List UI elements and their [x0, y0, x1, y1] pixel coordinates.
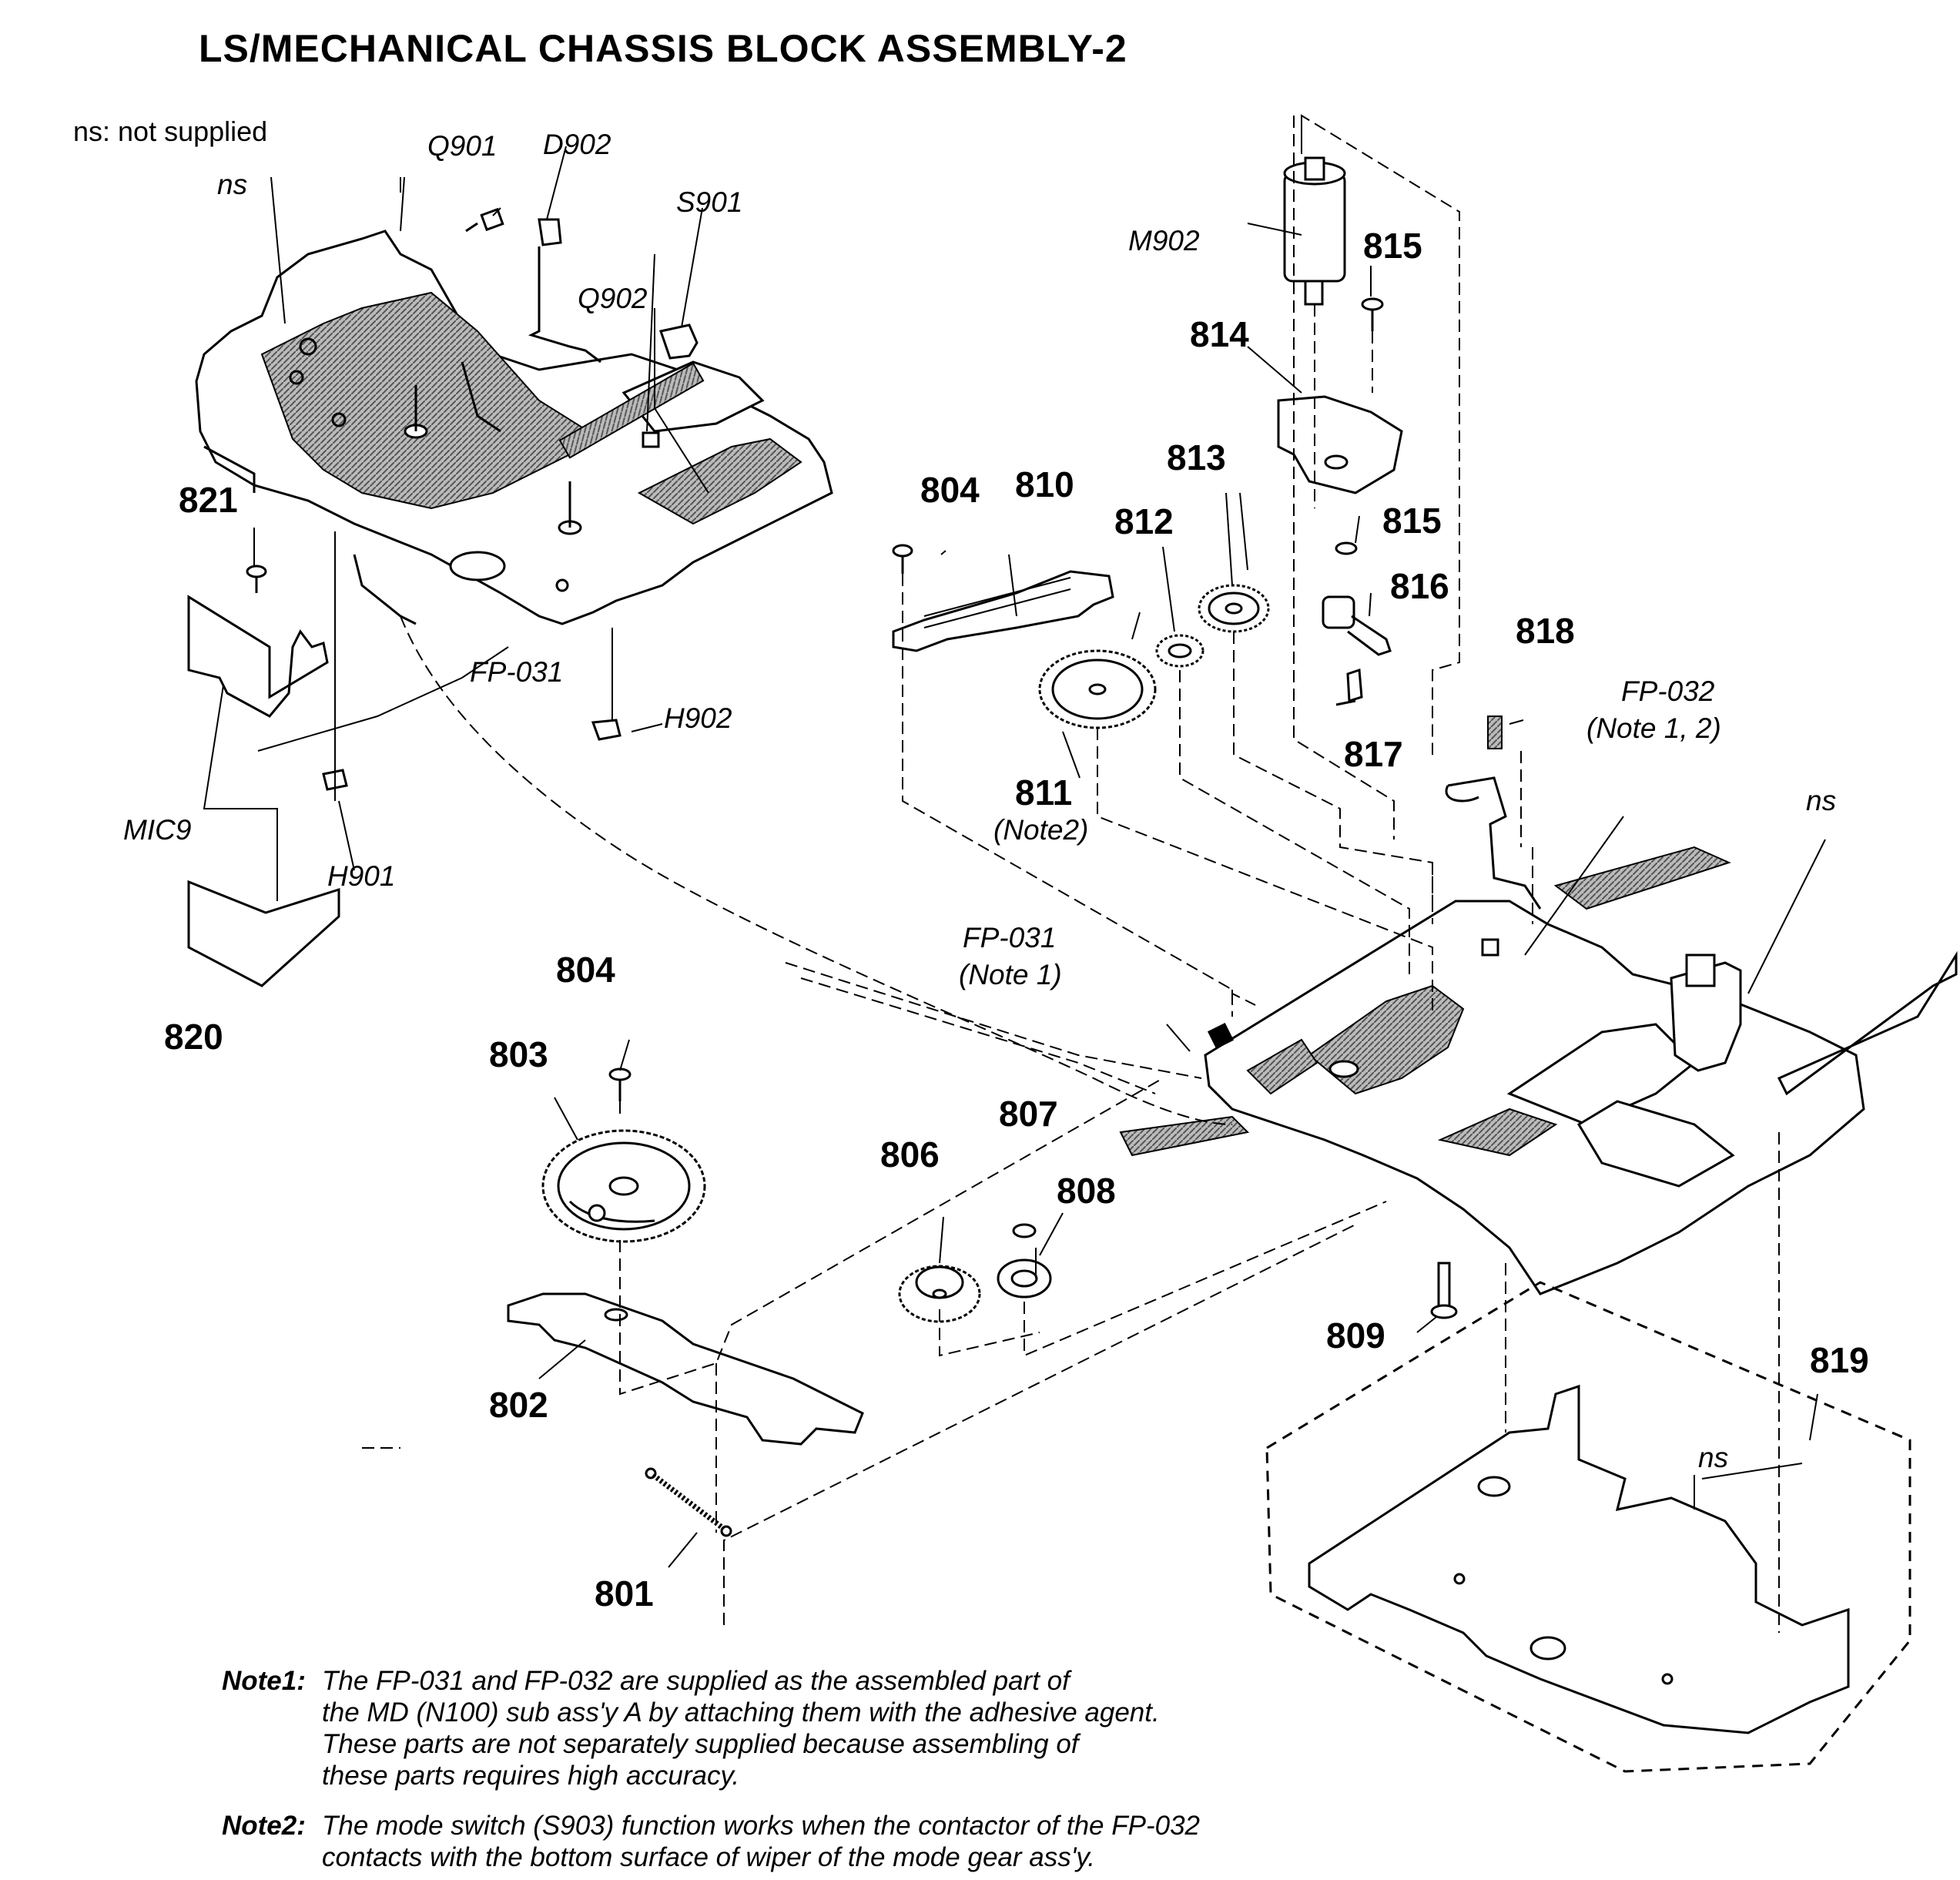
gear-808: [997, 1258, 1052, 1299]
screw-815-mid: [1335, 541, 1358, 555]
gear-811: [1038, 649, 1157, 729]
spring-801: [645, 1467, 732, 1537]
gear-806: [898, 1265, 981, 1323]
label-815-mid: 815: [1382, 501, 1442, 541]
label-fp032-note: (Note 1, 2): [1586, 712, 1721, 744]
upper-chassis: [195, 230, 833, 625]
motor-m902: [1283, 156, 1346, 306]
s901-part: [659, 323, 699, 360]
flex-cable-right: [1777, 950, 1958, 1096]
fp-032-cable: [1445, 776, 1731, 910]
lever-810: [892, 570, 1114, 652]
gear-813: [1198, 584, 1270, 633]
note-2-line: The mode switch (S903) function works wh…: [322, 1811, 1201, 1841]
label-q902: Q902: [578, 283, 648, 314]
note-2-head: Note2:: [222, 1811, 306, 1841]
part-816: [1322, 595, 1392, 656]
note-1-line: these parts requires high accuracy.: [322, 1761, 740, 1791]
fp-031-cable: [1119, 1115, 1250, 1157]
label-814: 814: [1190, 314, 1249, 354]
note-1-line: the MD (N100) sub ass'y A by attaching t…: [322, 1697, 1160, 1728]
note-1-line: The FP-031 and FP-032 are supplied as th…: [322, 1666, 1070, 1696]
mic9-bracket: [187, 595, 329, 718]
legend-not-supplied: ns: not supplied: [73, 116, 268, 147]
q901-part: [465, 207, 504, 233]
label-h901: H901: [327, 860, 395, 892]
spindle-assembly: [1670, 953, 1742, 1072]
label-fp031-note: (Note 1): [959, 959, 1062, 990]
long-cable-curve: [400, 615, 1233, 1125]
note-1-head: Note1:: [222, 1666, 306, 1696]
page-title: LS/MECHANICAL CHASSIS BLOCK ASSEMBLY-2: [199, 27, 1127, 70]
label-fp031-top: FP-031: [470, 656, 563, 688]
label-ns-cover: ns: [1698, 1442, 1728, 1473]
note-2-line: contacts with the bottom surface of wipe…: [322, 1842, 1096, 1872]
screw-804-bottom: [608, 1067, 632, 1101]
note-2-body: The mode switch (S903) function works wh…: [322, 1810, 1554, 1873]
part-817: [1335, 668, 1363, 706]
screw-821: [246, 565, 267, 593]
part-818: [1487, 715, 1503, 749]
d902-part: [528, 218, 601, 364]
h902-part: [591, 719, 622, 741]
label-810: 810: [1015, 464, 1074, 504]
label-h902: H902: [664, 702, 732, 734]
part-819-cover: [1265, 1281, 1911, 1773]
note-1-line: These parts are not separately supplied …: [322, 1729, 1079, 1759]
label-803: 803: [489, 1034, 548, 1074]
gear-803: [541, 1129, 706, 1243]
label-812: 812: [1114, 501, 1174, 541]
label-804-top: 804: [920, 470, 980, 510]
label-817: 817: [1344, 734, 1403, 774]
label-813: 813: [1167, 437, 1226, 478]
label-mic9: MIC9: [123, 814, 191, 846]
label-811-note: (Note2): [993, 814, 1088, 846]
screw-809: [1430, 1262, 1458, 1319]
label-s901: S901: [676, 186, 742, 218]
bracket-814: [1277, 395, 1403, 494]
label-q901: Q901: [427, 130, 498, 162]
dash-dot-guide: [785, 962, 1202, 1079]
label-811: 811: [1015, 772, 1072, 813]
label-807: 807: [999, 1094, 1058, 1134]
label-801: 801: [595, 1573, 654, 1614]
leader-lines: [203, 146, 1826, 1568]
lever-802: [507, 1292, 864, 1446]
label-fp031-bottom: FP-031: [963, 922, 1056, 953]
label-ns-spindle: ns: [1806, 785, 1836, 816]
label-816: 816: [1390, 566, 1449, 606]
q902-part: [642, 431, 660, 448]
part-820: [187, 880, 340, 987]
screw-804-top: [892, 544, 913, 574]
label-818: 818: [1516, 611, 1575, 651]
washer-807: [1012, 1223, 1037, 1238]
note-1-body: The FP-031 and FP-032 are supplied as th…: [322, 1665, 1554, 1791]
label-809: 809: [1326, 1315, 1385, 1356]
gear-812: [1155, 634, 1204, 668]
label-ns-chassis: ns: [217, 169, 247, 200]
label-806: 806: [880, 1134, 940, 1175]
label-d902: D902: [543, 129, 611, 160]
label-m902: M902: [1128, 225, 1200, 256]
label-819: 819: [1810, 1340, 1869, 1380]
label-802: 802: [489, 1385, 548, 1425]
label-804-bottom: 804: [556, 950, 615, 990]
label-821: 821: [179, 480, 238, 520]
label-fp032: FP-032: [1621, 675, 1715, 707]
label-820: 820: [164, 1017, 223, 1057]
label-815-top: 815: [1363, 226, 1422, 266]
screw-815-top: [1361, 297, 1384, 331]
label-808: 808: [1057, 1171, 1116, 1211]
assembly-dashed-lines: [362, 114, 1780, 1633]
